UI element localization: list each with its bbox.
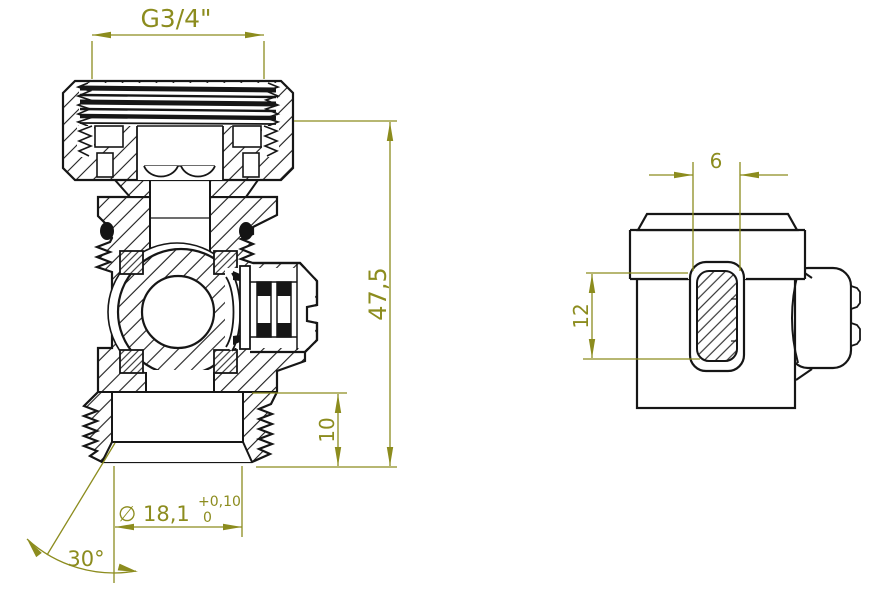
nut-pocket-right-lower bbox=[242, 152, 260, 178]
side-cap bbox=[636, 212, 799, 232]
dimension-bore: ∅ 18,1 +0,10 0 bbox=[113, 466, 243, 583]
knob-tab-top bbox=[850, 284, 861, 311]
seat-seal-bottom-left bbox=[119, 349, 144, 374]
dimension-thread: G3/4" bbox=[91, 4, 265, 79]
nut-pocket-left bbox=[94, 125, 124, 148]
side-view bbox=[628, 212, 861, 410]
dim-thread-label: G3/4" bbox=[140, 4, 211, 33]
knob-waist bbox=[791, 272, 799, 364]
stem-base-arc-left bbox=[143, 165, 179, 178]
outlet-flare bbox=[102, 442, 252, 462]
dimension-slot-width: 6 bbox=[649, 149, 788, 271]
dim-bore-label: ∅ 18,1 bbox=[118, 502, 190, 526]
front-section-view bbox=[61, 79, 319, 464]
dim-slot-width-label: 6 bbox=[710, 149, 723, 173]
swivel-nut bbox=[61, 79, 295, 182]
outlet-bore bbox=[112, 392, 243, 442]
dimension-total-height: 47,5 bbox=[256, 120, 397, 468]
dim-bore-tol-zero: 0 bbox=[203, 510, 212, 526]
stem-slot-hatched bbox=[696, 270, 738, 362]
o-ring-right bbox=[239, 222, 253, 240]
dimension-outlet-length: 10 bbox=[252, 392, 347, 466]
dimension-chamfer-angle: 30° bbox=[26, 442, 138, 574]
stem-base-arc-right bbox=[180, 165, 216, 178]
dim-outlet-length-label: 10 bbox=[315, 417, 339, 442]
side-knob bbox=[788, 266, 861, 370]
seat-seal-bottom-right bbox=[213, 349, 238, 374]
lower-channel bbox=[146, 370, 214, 393]
dim-bore-tol-plus: +0,10 bbox=[198, 494, 241, 510]
seat-seal-top-left bbox=[119, 250, 144, 275]
dim-slot-depth-label: 12 bbox=[569, 303, 593, 328]
side-spindle bbox=[225, 261, 319, 354]
nut-thread bbox=[79, 85, 277, 125]
knob-tab-bottom bbox=[850, 321, 861, 348]
dimension-slot-depth: 12 bbox=[569, 272, 700, 360]
dim-angle-label: 30° bbox=[67, 547, 104, 571]
ball-bore bbox=[140, 274, 216, 350]
o-ring-left bbox=[100, 222, 114, 240]
spindle-washer bbox=[239, 265, 251, 350]
nut-pocket-left-lower bbox=[96, 152, 114, 178]
dim-total-height-label: 47,5 bbox=[364, 267, 392, 320]
nut-pocket-right bbox=[232, 125, 262, 148]
